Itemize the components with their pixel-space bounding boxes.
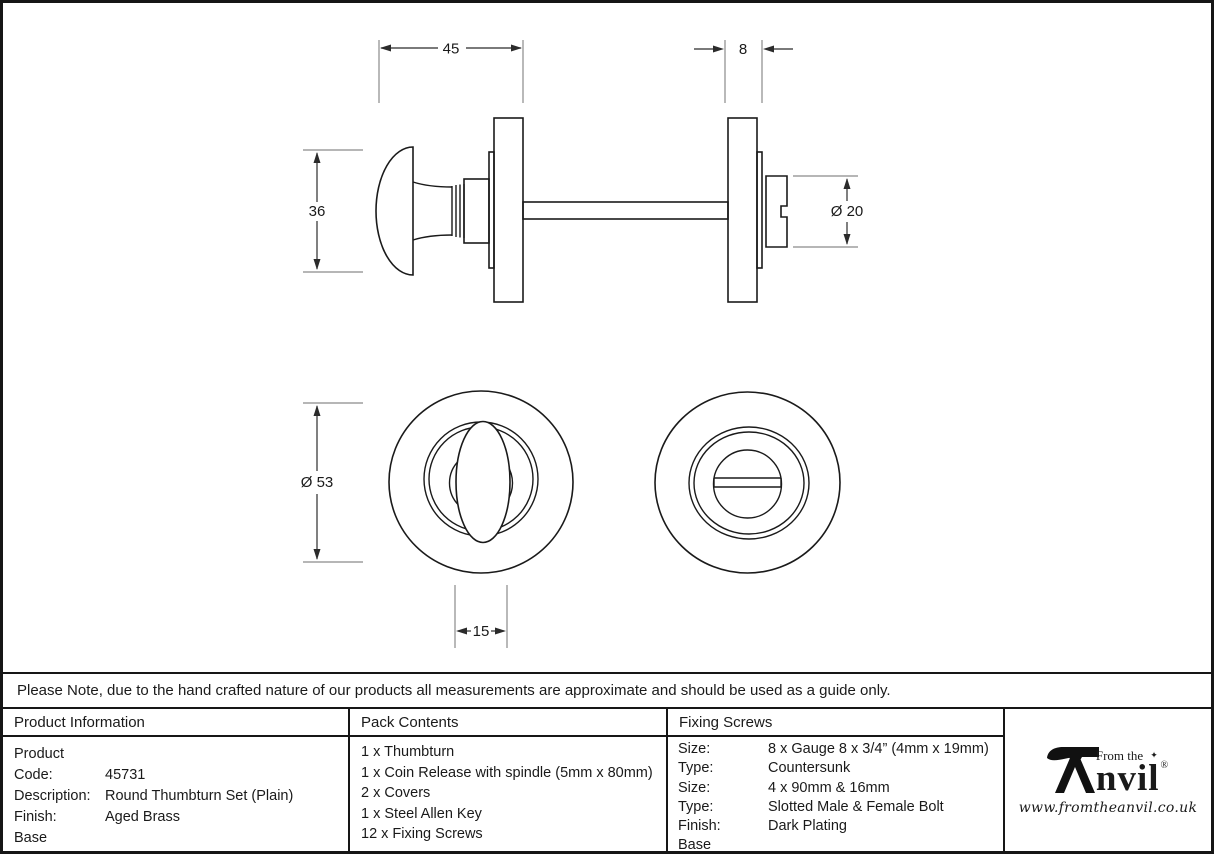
list-item: 12 x Fixing Screws: [361, 826, 483, 843]
fixing-screws-header: Fixing Screws: [668, 709, 1003, 737]
slotted-bolt-end: [765, 175, 788, 248]
left-rose: [493, 117, 524, 303]
row-label: Base Material:: [14, 830, 48, 846]
spindle: [522, 201, 729, 220]
diamond-icon: ✦: [1150, 749, 1158, 760]
row-value: 8 x Gauge 8 x 3/4” (4mm x 19mm): [768, 741, 989, 757]
row-label: Size:: [678, 779, 711, 796]
row-label: Base Material:: [678, 837, 712, 854]
thumbturn-rose-outline: [388, 390, 574, 574]
product-information-header: Product Information: [3, 709, 348, 737]
row-label: Size:: [678, 741, 711, 757]
dimension-15: 15: [454, 585, 508, 648]
dim-label-d20: Ø 20: [831, 203, 864, 220]
row-label: Finish:: [678, 818, 721, 835]
list-item: 1 x Coin Release with spindle (5mm x 80m…: [361, 764, 653, 781]
pack-contents-header: Pack Contents: [350, 709, 666, 737]
right-cover-plate: [756, 151, 763, 269]
dim-label-36: 36: [309, 203, 326, 220]
row-value: Dark Plating: [768, 818, 847, 835]
dim-label-15: 15: [473, 623, 490, 640]
list-item: 1 x Steel Allen Key: [361, 805, 482, 822]
logo-prefix: From the: [1095, 747, 1144, 763]
dim-label-8: 8: [739, 41, 747, 58]
release-rose-inner-ring2: [693, 431, 805, 535]
dimension-d20: Ø 20: [793, 175, 864, 248]
dim-label-d53: Ø 53: [301, 474, 334, 491]
release-rose-inner-ring: [688, 426, 810, 540]
table-row: Size: 8 x Gauge 8 x 3/4” (4mm x 19mm): [678, 740, 1003, 759]
logo-url: www.fromtheanvil.co.uk: [1018, 799, 1198, 816]
row-label: Description:: [14, 788, 91, 804]
measurement-note: Please Note, due to the hand crafted nat…: [3, 672, 1211, 707]
row-value: 45731: [105, 767, 146, 783]
front-view-coin-release: [654, 391, 841, 574]
knob-neck-bottom: [412, 234, 453, 241]
row-value: Aged Brass: [105, 809, 180, 825]
dim-label-45: 45: [443, 41, 460, 58]
dimension-8: 8: [694, 40, 793, 103]
knob-neck-top: [412, 181, 453, 188]
right-rose: [727, 117, 758, 303]
knob-cylinder: [463, 178, 490, 244]
anvil-icon: [1046, 746, 1099, 793]
table-row: Type: Countersunk: [678, 759, 1003, 778]
table-row: Description: Round Thumbturn Set (Plain): [14, 786, 348, 807]
row-value: Round Thumbturn Set (Plain): [105, 788, 294, 804]
row-label: Type:: [678, 798, 714, 815]
dimension-45: 45: [378, 40, 524, 103]
release-slot: [713, 477, 782, 488]
anvil-logo: From the ✦ nvil®: [1046, 745, 1170, 797]
table-row: Base Material:Brass: [14, 828, 348, 851]
table-row: Size: 4 x 90mm & 16mm: [678, 779, 1003, 798]
knob-collar-rings: [451, 184, 465, 238]
pack-contents-section: Pack Contents 1 x Thumbturn 1 x Coin Rel…: [348, 709, 666, 851]
table-row: Base Material:Stainless Steel: [678, 836, 1003, 854]
spec-tables: Product Information Product Code: 45731 D…: [3, 707, 1211, 851]
dimension-36: 36: [303, 149, 363, 273]
list-item: 2 x Covers: [361, 785, 431, 802]
row-label: Type:: [678, 760, 714, 777]
row-value: 4 x 90mm & 16mm: [768, 779, 890, 796]
technical-drawing: 45 8 36: [301, 40, 864, 648]
row-label: Finish:: [14, 809, 57, 825]
list-item: 1 x Thumbturn: [361, 744, 455, 760]
table-row: Type: Slotted Male & Female Bolt: [678, 798, 1003, 817]
thumbturn-grip: [455, 420, 511, 544]
row-label: Product Code:: [14, 746, 64, 783]
release-bolt-face: [712, 449, 783, 519]
side-view-thumbturn: [375, 117, 788, 303]
row-value: Slotted Male & Female Bolt: [768, 798, 944, 815]
dimension-d53: Ø 53: [301, 402, 363, 563]
registered-mark: ®: [1160, 759, 1170, 771]
row-value: Countersunk: [768, 760, 851, 777]
fixing-screws-section: Fixing Screws Size: 8 x Gauge 8 x 3/4” (4…: [666, 709, 1003, 851]
front-view-thumbturn: [388, 390, 574, 574]
table-row: Finish: Dark Plating: [678, 817, 1003, 836]
logo-wordmark: nvil: [1095, 757, 1160, 799]
release-rose-outline: [654, 391, 841, 574]
table-row: Finish: Aged Brass: [14, 807, 348, 828]
brand-logo-cell: From the ✦ nvil® www.fromtheanvil.co.uk: [1003, 709, 1211, 851]
knob-dome: [375, 146, 414, 276]
table-row: Product Code: 45731: [14, 744, 348, 786]
product-information-section: Product Information Product Code: 45731 D…: [3, 709, 348, 851]
